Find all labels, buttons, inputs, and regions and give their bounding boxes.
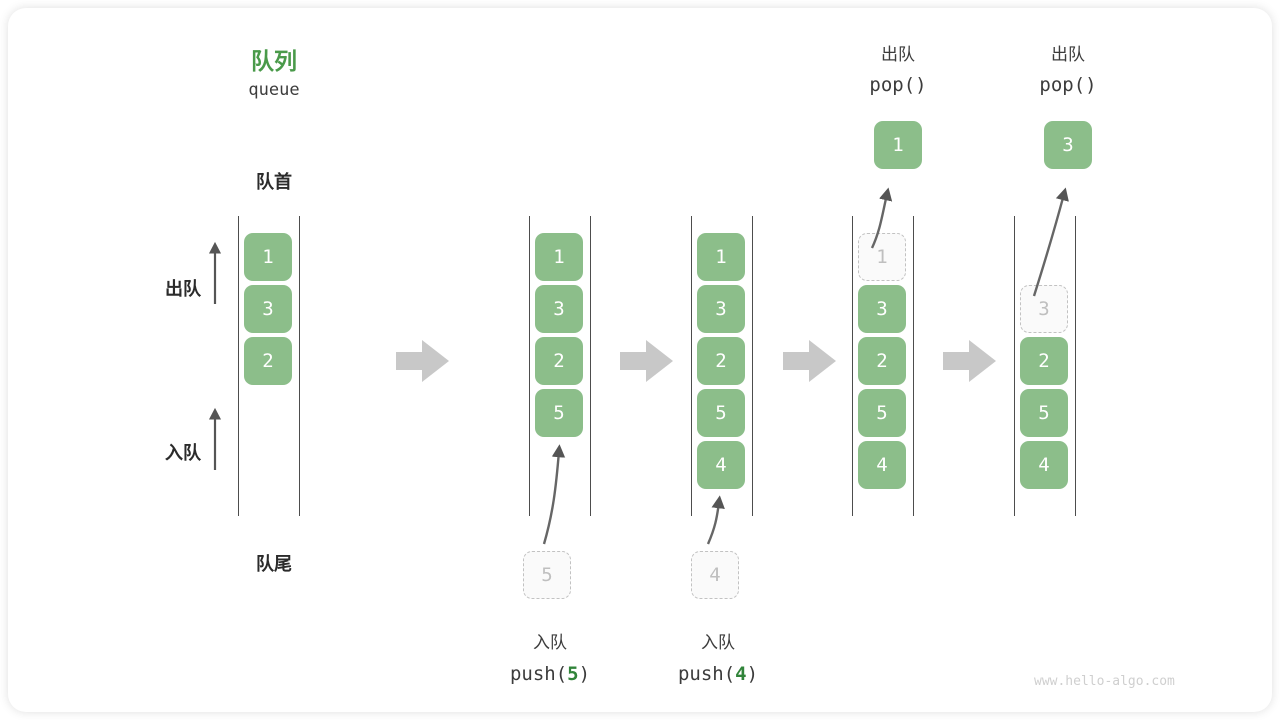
queue-cell: 5 [858,389,906,437]
queue-cell: 5 [535,389,583,437]
push-4-arrow [706,495,725,545]
push-suffix: ) [746,663,759,685]
queue-cell: 3 [244,285,292,333]
queue-cell: 2 [244,337,292,385]
push-arg: 5 [567,663,579,685]
enqueue-caption-code: push(5) [470,663,630,685]
queue-cell: 3 [697,285,745,333]
queue-cell: 4 [858,441,906,489]
transition-arrow [620,340,673,382]
incoming-element: 4 [691,551,739,599]
diagram-card: 队列 queue 队首 队尾 出队 入队 1 3 2 1 3 2 5 5 入队 … [8,8,1272,712]
dequeue-header-cn: 出队 [881,45,915,65]
push-suffix: ) [578,663,591,685]
queue-cell: 5 [1020,389,1068,437]
queue-cell: 2 [858,337,906,385]
incoming-element: 5 [523,551,571,599]
push-5-arrow [542,444,566,545]
push-prefix: push( [677,663,736,685]
queue-rail-right [913,216,915,516]
queue-cell: 1 [697,233,745,281]
transition-arrow [943,340,996,382]
dequeue-header-cn: 出队 [1051,45,1085,65]
queue-rail-left [852,216,854,516]
queue-rail-left [691,216,693,516]
queue-cell: 3 [858,285,906,333]
queue-cell: 1 [244,233,292,281]
queue-rail-left [238,216,240,516]
queue-rail-right [590,216,592,516]
queue-cell: 4 [1020,441,1068,489]
enqueue-caption-code: push(4) [638,663,798,685]
push-arg: 4 [735,663,747,685]
pop-3-arrow [1032,187,1069,297]
queue-title-en: queue [248,80,300,100]
queue-rail-right [1075,216,1077,516]
arrow-overlay [208,187,1069,545]
front-label: 队首 [256,172,292,193]
queue-cell: 4 [697,441,745,489]
enqueue-side-label: 入队 [165,443,201,464]
enqueue-caption-cn: 入队 [701,633,735,653]
queue-title-cn: 队列 [251,49,297,75]
queue-cell: 2 [535,337,583,385]
queue-cell: 1 [535,233,583,281]
queue-cell-ghost: 1 [858,233,906,281]
dequeue-header-code: pop() [869,74,927,96]
queue-cell: 2 [697,337,745,385]
queue-rail-right [299,216,301,516]
transition-arrow [396,340,449,382]
push-prefix: push( [509,663,568,685]
queue-rail-right [752,216,754,516]
rear-label: 队尾 [256,554,292,575]
queue-rail-left [1014,216,1016,516]
transition-arrow [783,340,836,382]
watermark: www.hello-algo.com [1034,674,1175,689]
dequeue-side-label: 出队 [165,279,201,300]
popped-element: 3 [1044,121,1092,169]
popped-element: 1 [874,121,922,169]
enqueue-caption-cn: 入队 [533,633,567,653]
queue-cell: 5 [697,389,745,437]
queue-cell: 2 [1020,337,1068,385]
queue-cell: 3 [535,285,583,333]
queue-rail-left [529,216,531,516]
queue-cell-ghost: 3 [1020,285,1068,333]
dequeue-header-code: pop() [1039,74,1097,96]
